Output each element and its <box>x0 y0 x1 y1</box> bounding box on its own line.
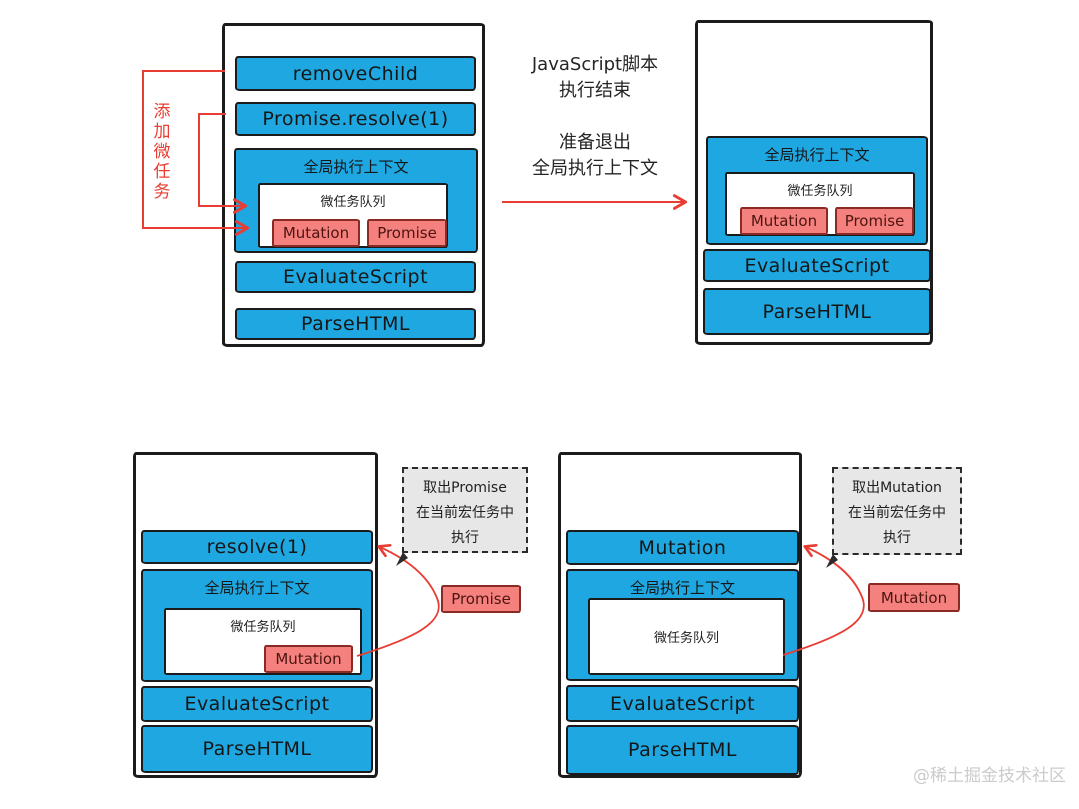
promise-tag: Promise <box>441 585 521 613</box>
global-context-label: 全局执行上下文 <box>204 579 310 597</box>
callout-line: 取出Promise <box>423 480 507 496</box>
callstack-panel-top-right: 全局执行上下文 微任务队列 Mutation Promise EvaluateS… <box>695 20 933 345</box>
exit-context-note: 准备退出 全局执行上下文 <box>495 130 695 182</box>
callout-mutation: 取出Mutation 在当前宏任务中 执行 <box>832 467 962 555</box>
stack-frame-parsehtml: ParseHTML <box>703 288 931 335</box>
callout-line: 执行 <box>883 530 911 546</box>
microtask-queue-label: 微任务队列 <box>653 631 719 646</box>
callstack-panel-bottom-right: Mutation 全局执行上下文 微任务队列 EvaluateScript Pa… <box>558 452 802 778</box>
global-context-box: 全局执行上下文 微任务队列 Mutation Promise <box>234 148 478 253</box>
mutation-tag: Mutation <box>868 583 960 612</box>
global-context-box: 全局执行上下文 微任务队列 Mutation Promise <box>706 136 928 245</box>
global-context-label: 全局执行上下文 <box>764 146 870 164</box>
stack-frame-evaluatescript: EvaluateScript <box>141 686 373 722</box>
microtask-queue-box: 微任务队列 Mutation Promise <box>725 172 915 236</box>
microtask-queue-label: 微任务队列 <box>320 195 386 210</box>
microtask-queue-box: 微任务队列 <box>588 598 785 675</box>
microtask-queue-label: 微任务队列 <box>230 620 296 635</box>
callout-line: 在当前宏任务中 <box>416 505 514 521</box>
callstack-panel-bottom-left: resolve(1) 全局执行上下文 微任务队列 Mutation Evalua… <box>133 452 378 778</box>
global-context-label: 全局执行上下文 <box>629 579 735 597</box>
stack-frame-removechild: removeChild <box>235 56 476 91</box>
stack-frame-resolve: resolve(1) <box>141 530 373 564</box>
stack-frame-parsehtml: ParseHTML <box>141 725 373 773</box>
microtask-queue-label: 微任务队列 <box>787 184 853 199</box>
add-microtask-label: 添加微任务 <box>153 102 171 203</box>
note-line: 全局执行上下文 <box>532 158 658 179</box>
callstack-panel-top-left: removeChild Promise.resolve(1) 全局执行上下文 微… <box>222 23 485 347</box>
queue-item-promise: Promise <box>835 207 914 235</box>
queue-item-promise: Promise <box>367 219 447 247</box>
queue-item-mutation: Mutation <box>740 207 828 235</box>
stack-frame-evaluatescript: EvaluateScript <box>235 261 476 293</box>
queue-item-mutation: Mutation <box>272 219 360 247</box>
callout-line: 取出Mutation <box>852 480 942 496</box>
callout-promise: 取出Promise 在当前宏任务中 执行 <box>402 467 528 553</box>
stack-frame-promise-resolve: Promise.resolve(1) <box>235 102 476 136</box>
stack-frame-parsehtml: ParseHTML <box>566 725 799 775</box>
note-line: 准备退出 <box>559 132 631 153</box>
callout-line: 执行 <box>451 530 479 546</box>
note-line: 执行结束 <box>559 80 631 101</box>
callout-promise-tail <box>396 552 408 566</box>
global-context-label: 全局执行上下文 <box>303 158 409 176</box>
stack-frame-evaluatescript: EvaluateScript <box>566 685 799 722</box>
callout-line: 在当前宏任务中 <box>848 505 946 521</box>
microtask-queue-box: 微任务队列 Mutation <box>164 608 362 675</box>
stack-frame-evaluatescript: EvaluateScript <box>703 249 931 282</box>
global-context-box: 全局执行上下文 微任务队列 <box>566 569 799 681</box>
global-context-box: 全局执行上下文 微任务队列 Mutation <box>141 569 373 682</box>
callout-mutation-tail <box>826 554 838 568</box>
microtask-queue-box: 微任务队列 Mutation Promise <box>258 183 448 248</box>
watermark: @稀土掘金技术社区 <box>913 766 1066 786</box>
stack-frame-mutation: Mutation <box>566 530 799 565</box>
stack-frame-parsehtml: ParseHTML <box>235 308 476 340</box>
note-line: JavaScript脚本 <box>531 54 659 75</box>
queue-item-mutation: Mutation <box>264 645 353 673</box>
script-finished-note: JavaScript脚本 执行结束 <box>495 52 695 104</box>
